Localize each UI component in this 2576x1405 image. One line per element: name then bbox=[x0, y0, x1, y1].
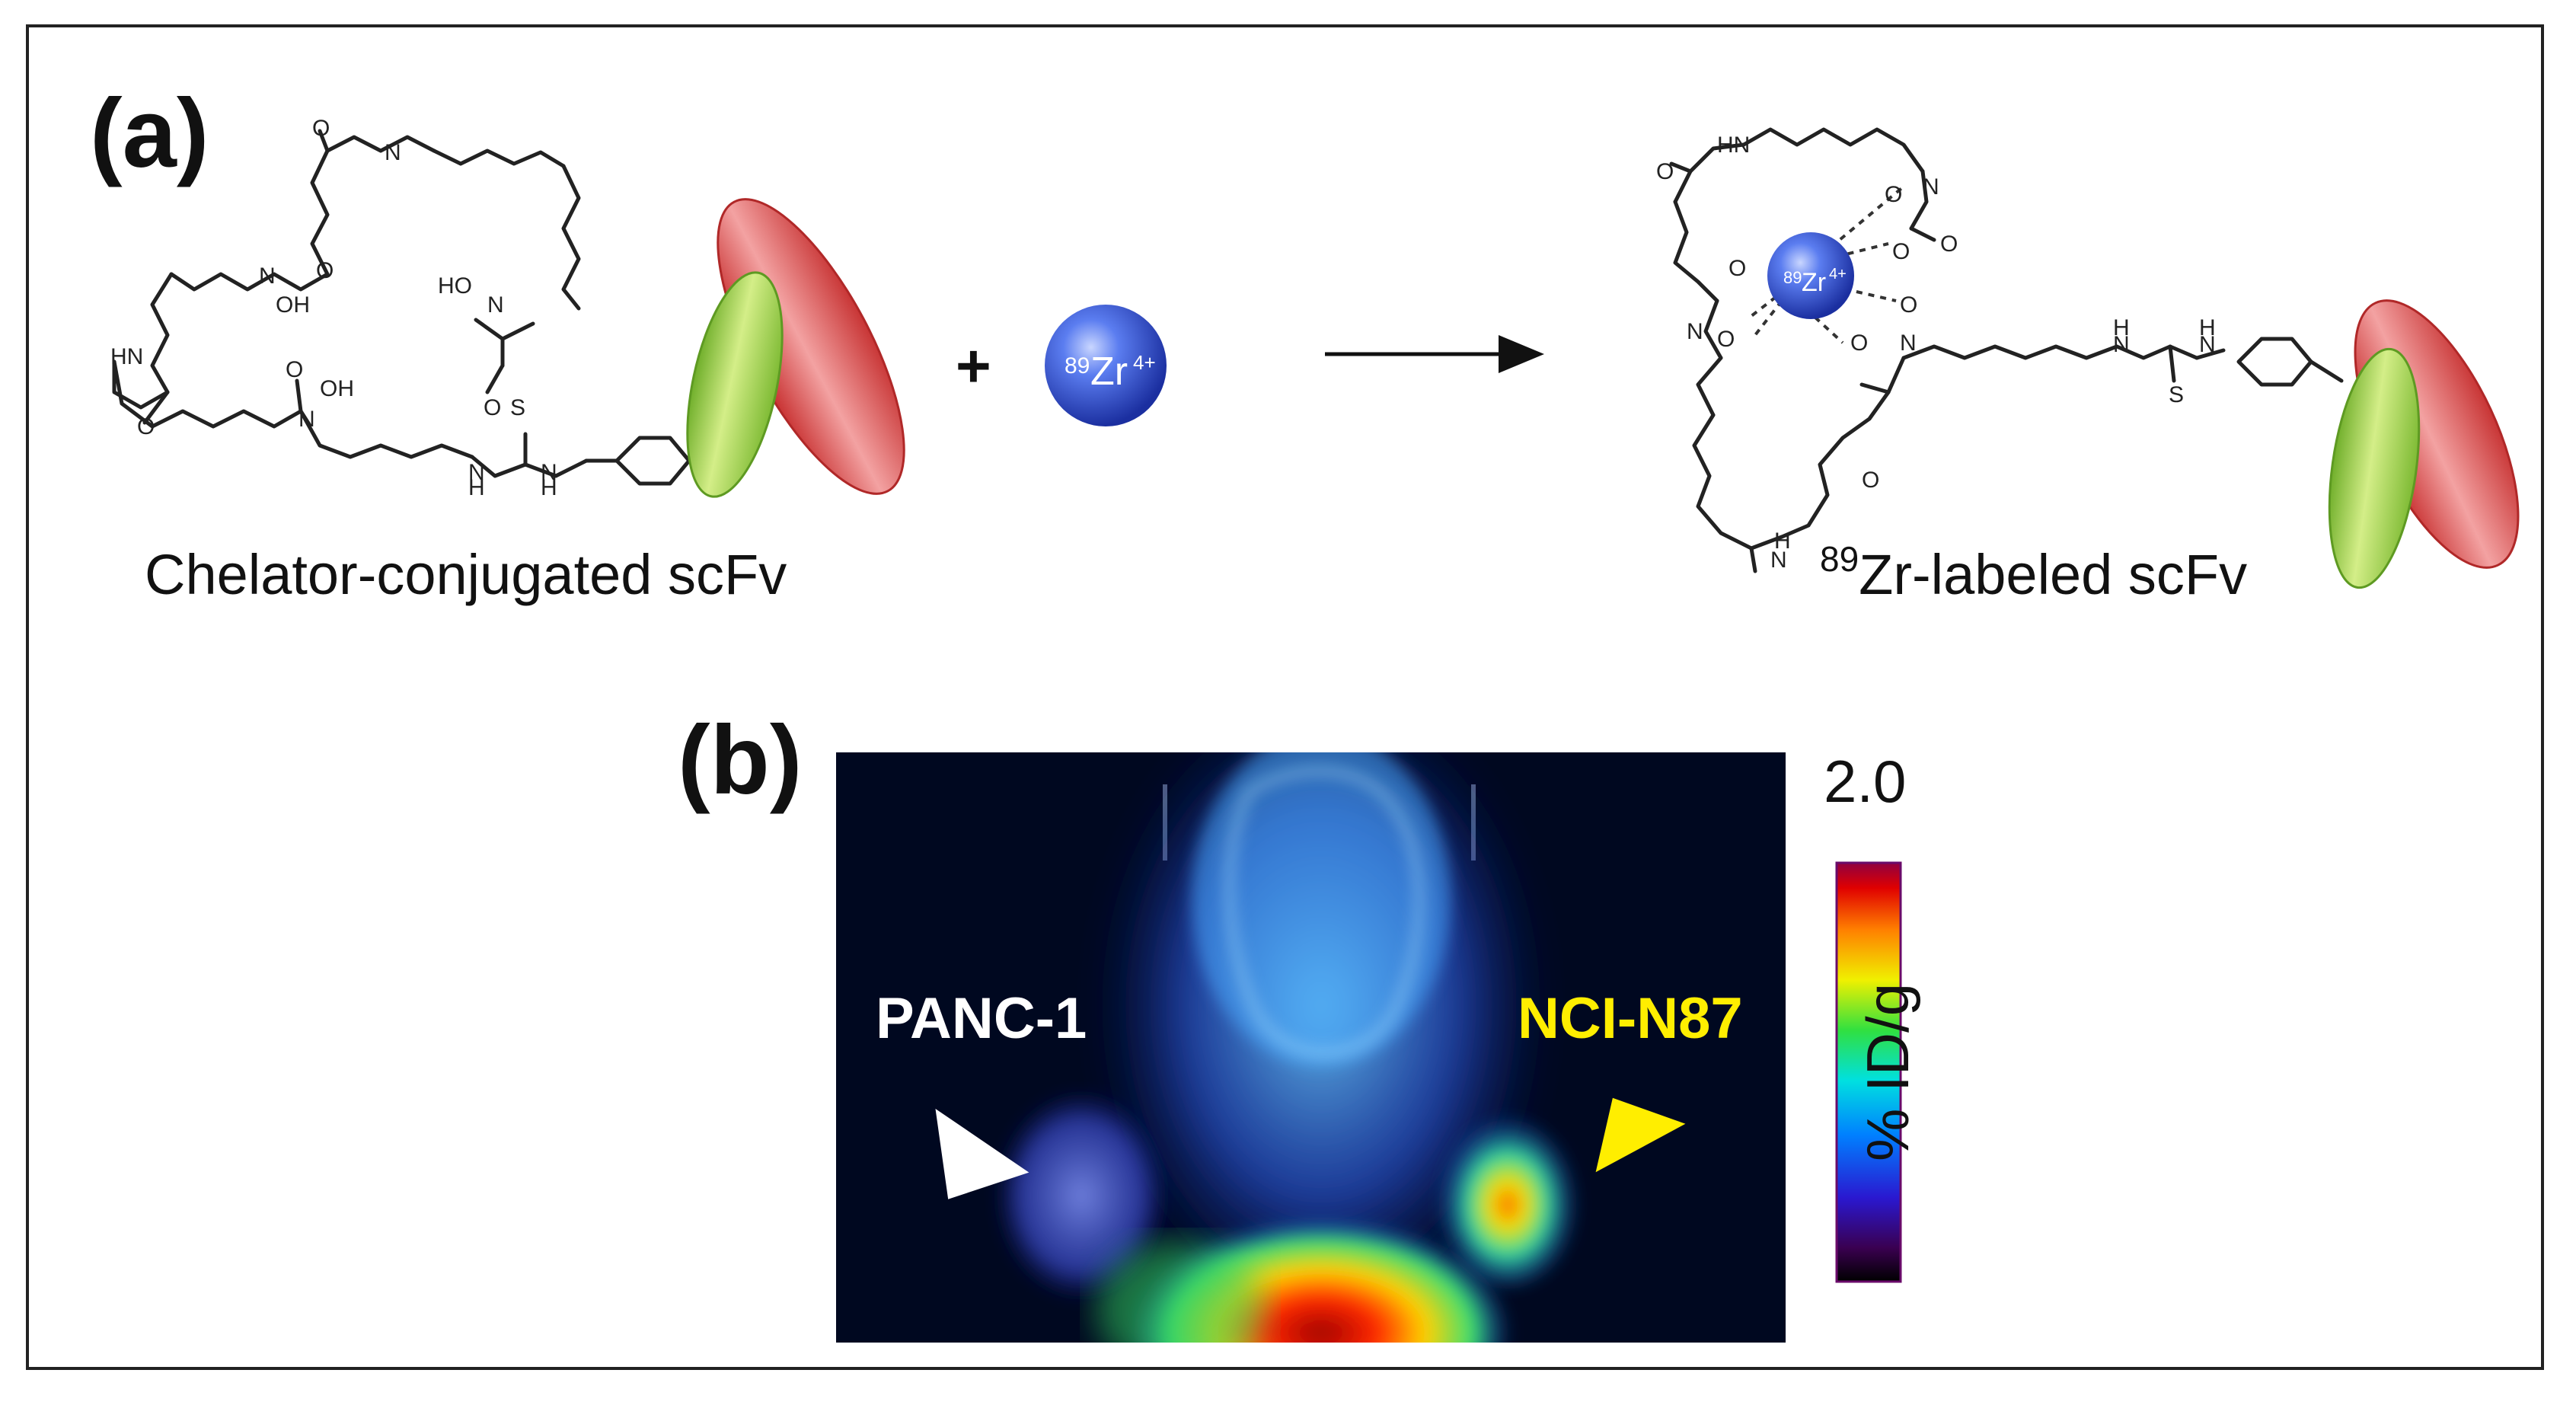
svg-text:HN: HN bbox=[1717, 133, 1750, 158]
svg-text:N: N bbox=[259, 263, 276, 289]
svg-text:Zr: Zr bbox=[1090, 350, 1128, 394]
svg-text:HN: HN bbox=[110, 344, 143, 369]
right-caption-text: Zr-labeled scFv bbox=[1859, 543, 2248, 606]
svg-text:H: H bbox=[541, 475, 557, 500]
zr-ion: 89 Zr 4+ bbox=[1045, 305, 1167, 426]
svg-text:O: O bbox=[1656, 159, 1674, 184]
svg-text:N: N bbox=[541, 460, 557, 485]
svg-text:O: O bbox=[1940, 232, 1958, 257]
colorbar-unit-label: % ID/g bbox=[1854, 982, 1921, 1161]
pet-signal bbox=[994, 752, 1580, 1343]
svg-text:O: O bbox=[316, 258, 334, 283]
svg-text:N: N bbox=[1923, 174, 1939, 200]
svg-text:N: N bbox=[2199, 332, 2216, 357]
svg-text:OH: OH bbox=[320, 376, 354, 401]
svg-text:N: N bbox=[1687, 319, 1703, 344]
nci-n87-arrow-icon bbox=[1595, 1097, 1686, 1173]
svg-text:O: O bbox=[1900, 292, 1917, 318]
svg-text:N: N bbox=[1900, 330, 1917, 356]
scfv-right bbox=[2328, 299, 2520, 589]
colorbar-max-label: 2.0 bbox=[1824, 748, 1907, 815]
svg-text:O: O bbox=[1892, 239, 1910, 264]
svg-text:89: 89 bbox=[1065, 353, 1090, 378]
svg-text:HO: HO bbox=[438, 273, 472, 299]
svg-text:N: N bbox=[487, 292, 504, 318]
svg-text:O: O bbox=[312, 116, 330, 141]
svg-text:N: N bbox=[385, 140, 401, 165]
svg-text:O: O bbox=[286, 357, 303, 382]
svg-text:S: S bbox=[2169, 382, 2184, 407]
svg-text:N: N bbox=[2113, 332, 2130, 357]
svg-text:O: O bbox=[1885, 182, 1902, 207]
svg-text:O: O bbox=[1717, 327, 1735, 352]
svg-text:H: H bbox=[1774, 528, 1791, 554]
svg-text:OH: OH bbox=[276, 292, 310, 318]
panc1-arrow-icon bbox=[935, 1108, 1029, 1199]
svg-text:N: N bbox=[1770, 548, 1787, 573]
right-caption-superscript: 89 bbox=[1820, 539, 1859, 579]
scfv-left bbox=[686, 198, 905, 498]
svg-text:H: H bbox=[2199, 315, 2216, 340]
svg-text:H: H bbox=[2113, 315, 2130, 340]
nci-n87-label: NCI-N87 bbox=[1518, 986, 1743, 1051]
svg-text:O: O bbox=[1862, 468, 1879, 493]
svg-text:O: O bbox=[1729, 256, 1746, 281]
panc1-label: PANC-1 bbox=[876, 986, 1087, 1051]
svg-text:O: O bbox=[1850, 330, 1868, 356]
svg-text:H: H bbox=[468, 475, 485, 500]
plus-sign: + bbox=[956, 332, 991, 400]
zr-chelated: 89 Zr 4+ bbox=[1767, 232, 1854, 319]
svg-text:4+: 4+ bbox=[1133, 351, 1156, 374]
svg-text:S: S bbox=[510, 395, 525, 420]
svg-text:O: O bbox=[484, 395, 501, 420]
svg-text:89: 89 bbox=[1783, 268, 1802, 287]
panel-b-label: (b) bbox=[678, 706, 803, 815]
svg-text:N: N bbox=[298, 407, 315, 432]
svg-text:4+: 4+ bbox=[1829, 266, 1847, 283]
left-caption: Chelator-conjugated scFv bbox=[145, 543, 787, 606]
svg-text:N: N bbox=[468, 460, 485, 485]
svg-text:Zr: Zr bbox=[1802, 268, 1826, 297]
panel-a-label: (a) bbox=[90, 79, 209, 188]
colorbar bbox=[1835, 861, 1902, 1283]
svg-text:O: O bbox=[137, 414, 155, 439]
right-caption: 89Zr-labeled scFv bbox=[1820, 541, 2247, 603]
